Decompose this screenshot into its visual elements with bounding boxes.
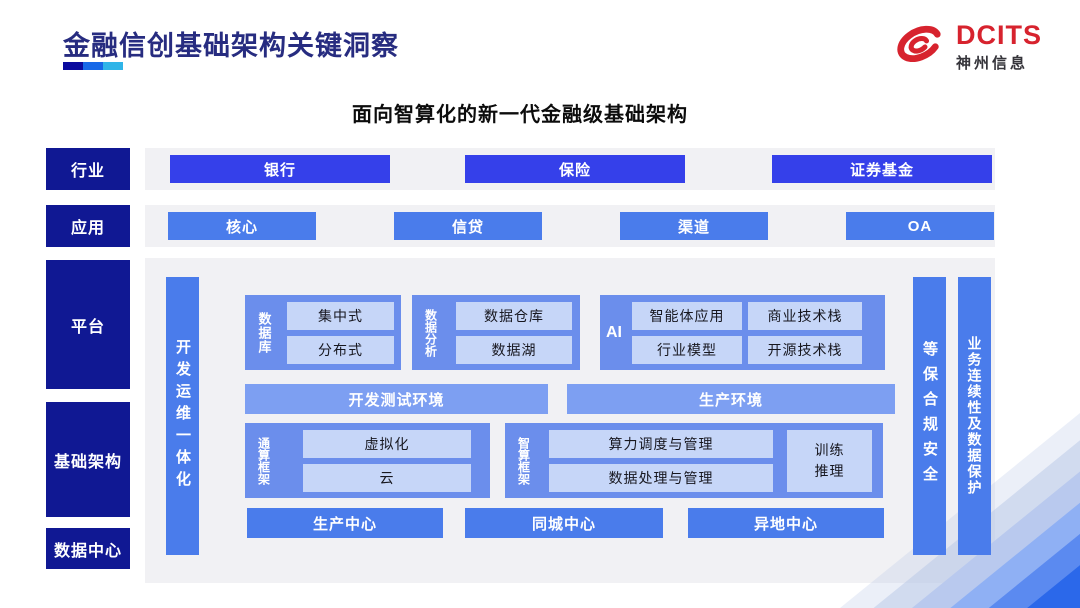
title-underline [63,62,123,70]
analytics-item-lake: 数据湖 [456,336,572,364]
title-underline-segment [103,62,123,70]
layer-label-datacenter: 数据中心 [46,528,130,569]
title-underline-segment [83,62,103,70]
app-box-oa: OA [846,212,994,240]
intelligent-item-training-inference: 训练 推理 [787,430,872,492]
logo-brand-text: DCITS [956,20,1042,50]
dev-test-environment-bar: 开发测试环境 [245,384,548,414]
intelligent-item-data-processing: 数据处理与管理 [549,464,773,492]
ai-section-label: AI [606,324,622,341]
layer-label-platform: 平台 [46,260,130,389]
general-item-cloud: 云 [303,464,471,492]
logo-company-text: 神州信息 [956,55,1029,72]
database-item-distributed: 分布式 [287,336,394,364]
analytics-section-label: 数据分析 [423,308,438,357]
general-computing-frame-label: 通算框架 [256,436,271,485]
database-item-centralized: 集中式 [287,302,394,330]
center-same-city: 同城中心 [465,508,663,538]
industry-box-securities: 证券基金 [772,155,992,183]
company-logo: DCITS 神州信息 [894,18,1042,77]
diagram-title: 面向智算化的新一代金融级基础架构 [352,104,688,126]
title-underline-segment [63,62,83,70]
ai-item-commercial-stack: 商业技术栈 [748,302,862,330]
app-box-channel: 渠道 [620,212,768,240]
business-continuity-bar: 业务连续性及数据保护 [958,277,991,555]
app-box-core: 核心 [168,212,316,240]
center-remote: 异地中心 [688,508,884,538]
industry-box-bank: 银行 [170,155,390,183]
intelligent-computing-frame-label: 智算框架 [516,436,531,485]
app-box-credit: 信贷 [394,212,542,240]
security-compliance-bar: 等保合规安全 [913,277,946,555]
production-environment-bar: 生产环境 [567,384,895,414]
ai-item-industry-model: 行业模型 [632,336,742,364]
industry-box-insurance: 保险 [465,155,685,183]
ai-item-agent-app: 智能体应用 [632,302,742,330]
layer-label-infrastructure: 基础架构 [46,402,130,517]
page-title: 金融信创基础架构关键洞察 [63,31,399,61]
center-production: 生产中心 [247,508,443,538]
database-section-label: 数据库 [256,311,272,354]
general-item-virtualization: 虚拟化 [303,430,471,458]
analytics-item-warehouse: 数据仓库 [456,302,572,330]
intelligent-item-compute-scheduling: 算力调度与管理 [549,430,773,458]
layer-label-application: 应用 [46,205,130,247]
ai-item-opensource-stack: 开源技术栈 [748,336,862,364]
dcits-swirl-icon [894,18,948,77]
layer-label-industry: 行业 [46,148,130,190]
devops-integration-bar: 开发运维一体化 [166,277,199,555]
